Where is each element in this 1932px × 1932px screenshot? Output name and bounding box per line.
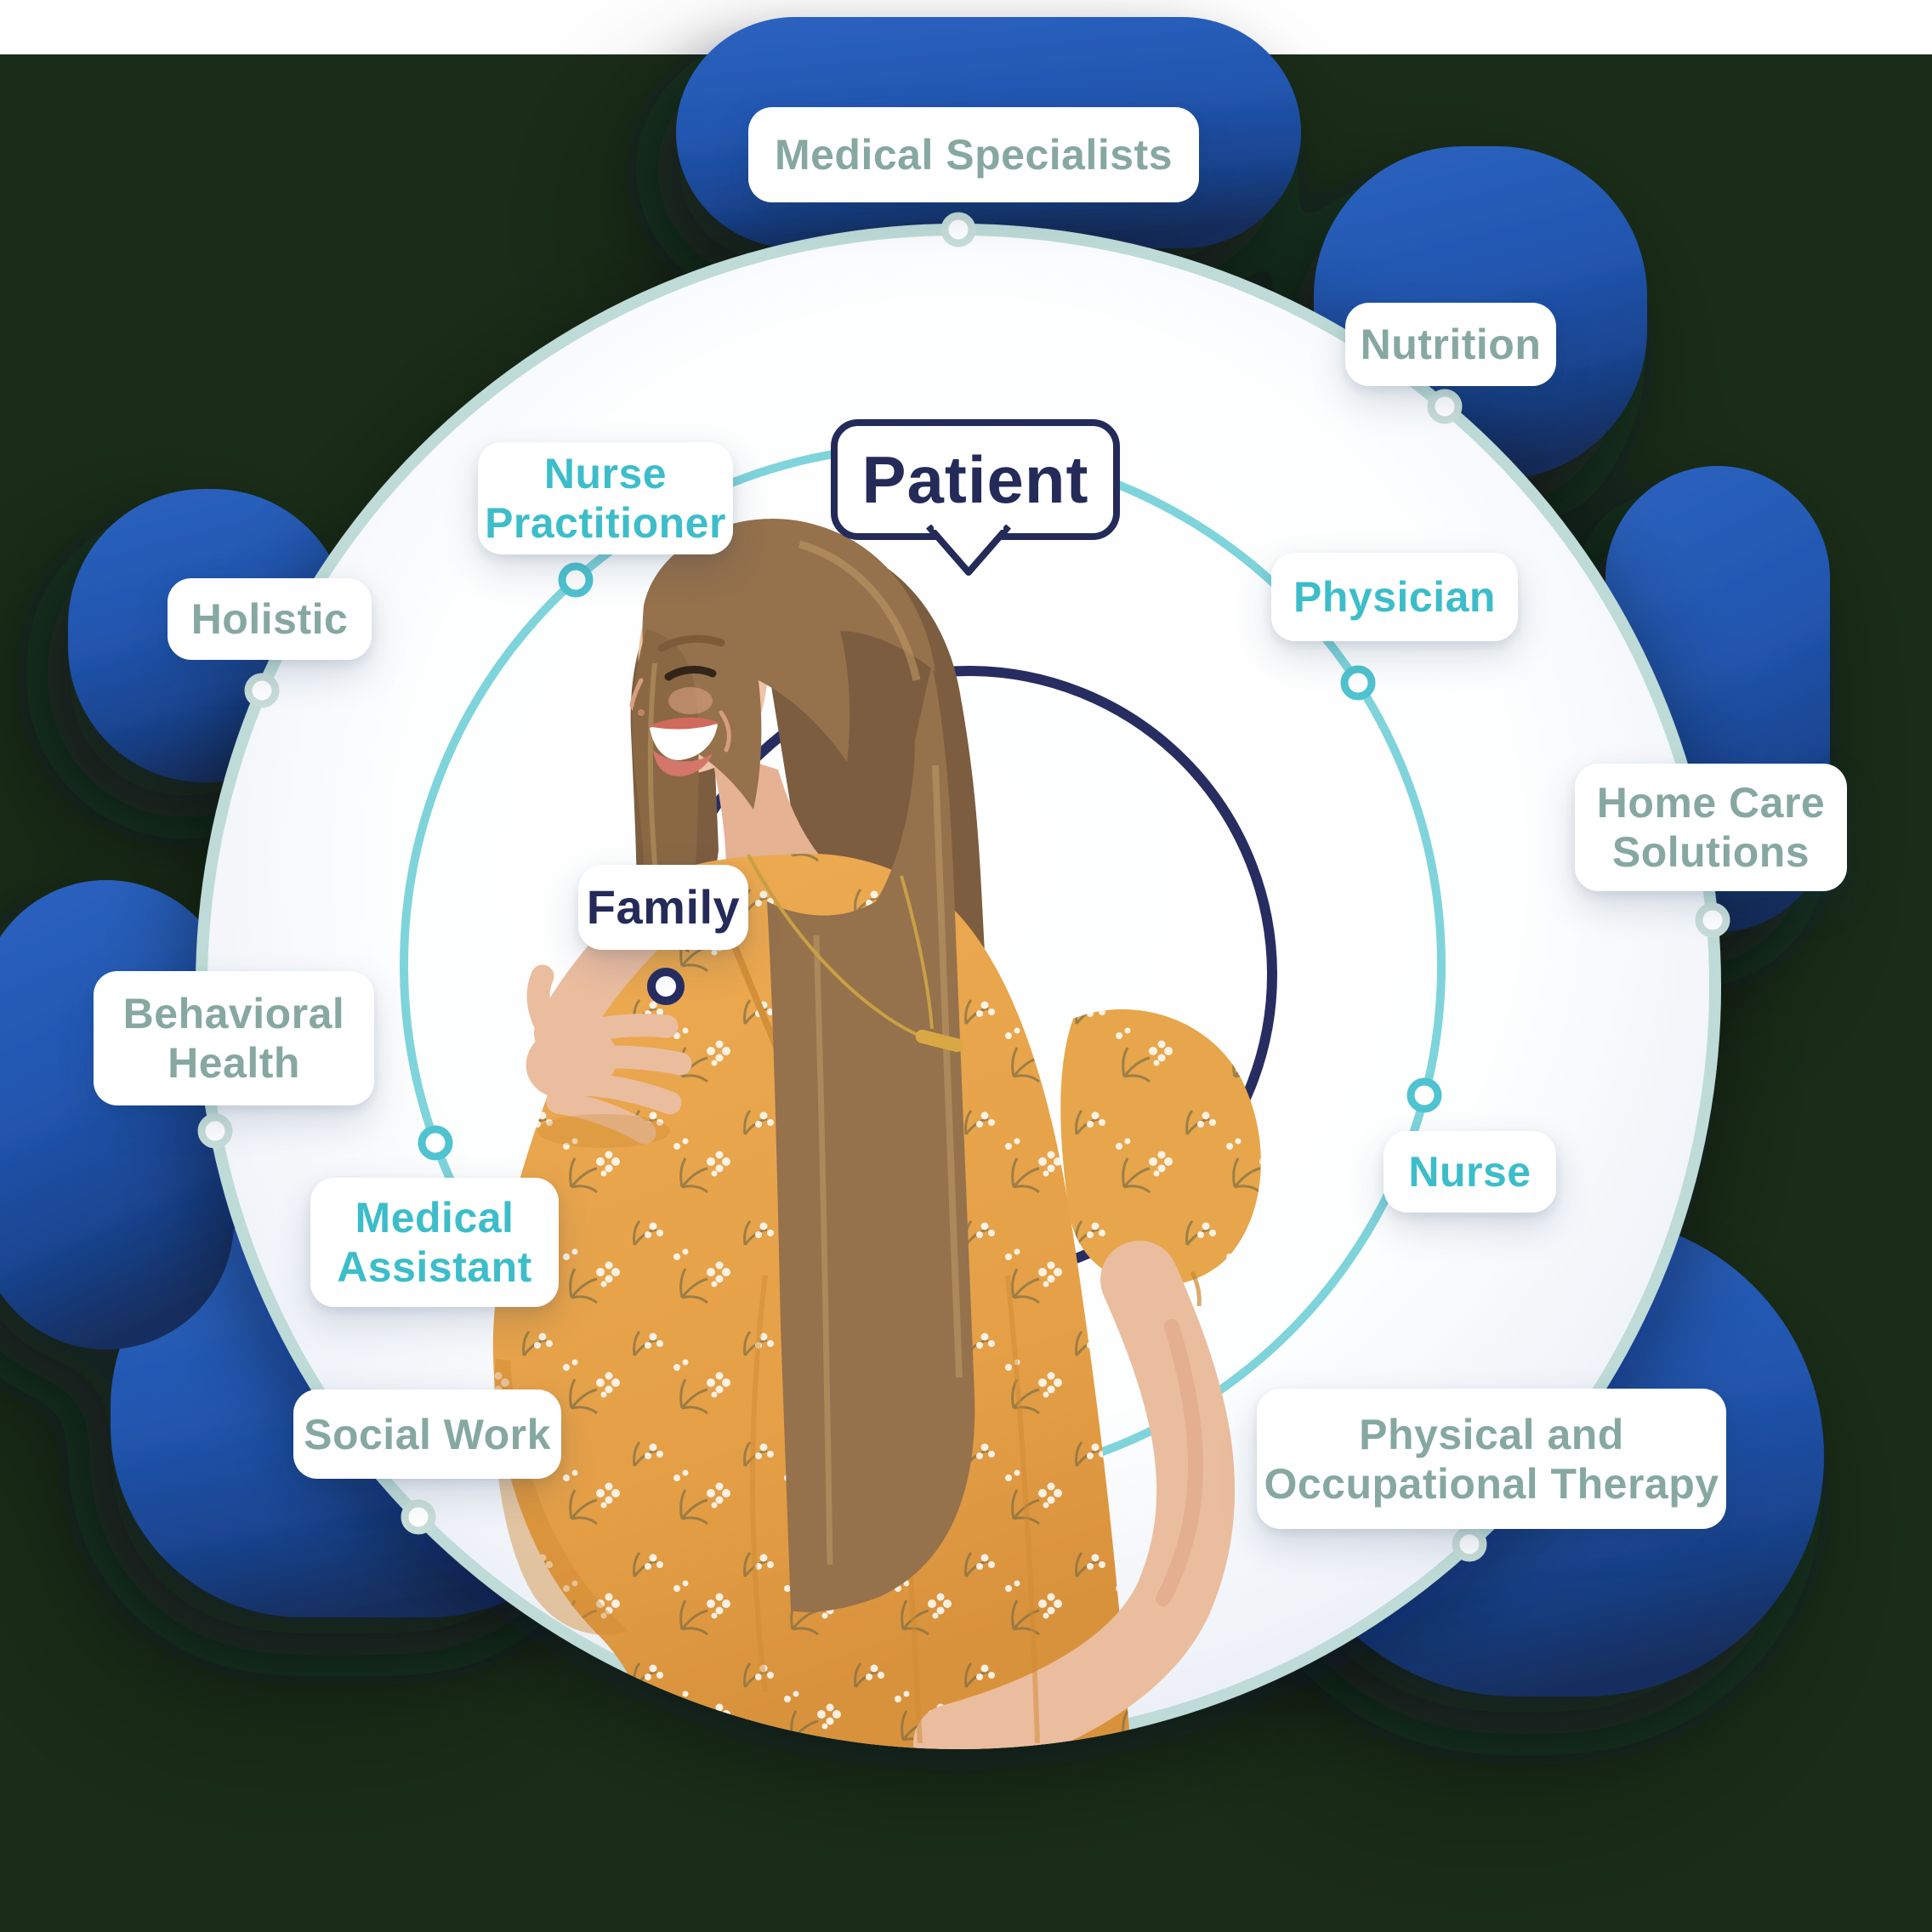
label-text: Family xyxy=(587,880,740,935)
label-text-line1: Nurse xyxy=(544,449,667,498)
label-text-line1: Home Care xyxy=(1597,778,1826,827)
nostril xyxy=(638,709,645,716)
patient-bubble-tail xyxy=(922,525,1015,581)
node-home-care xyxy=(1699,906,1726,934)
label-physician: Physician xyxy=(1271,553,1518,641)
node-medical-assistant xyxy=(422,1129,449,1156)
label-text: Nutrition xyxy=(1361,320,1542,369)
label-holistic: Holistic xyxy=(168,578,372,660)
hand-shadow xyxy=(537,1114,670,1148)
node-nutrition xyxy=(1431,393,1458,420)
label-text-line1: Medical xyxy=(355,1193,514,1242)
label-behavioral-health: Behavioral Health xyxy=(94,971,374,1105)
blush xyxy=(668,687,713,714)
label-text: Nurse xyxy=(1408,1147,1531,1196)
node-physical-ot xyxy=(1456,1531,1483,1558)
label-text-line1: Behavioral xyxy=(123,989,345,1038)
label-text: Holistic xyxy=(191,594,349,644)
label-family: Family xyxy=(578,865,748,950)
label-social-work: Social Work xyxy=(293,1389,561,1479)
node-physician xyxy=(1344,669,1372,696)
node-nurse-practitioner xyxy=(562,566,589,594)
node-holistic xyxy=(248,677,276,704)
label-nurse: Nurse xyxy=(1384,1131,1556,1213)
node-medical-specialists xyxy=(945,216,972,243)
label-patient: Patient xyxy=(831,419,1120,540)
label-text: Physician xyxy=(1293,572,1496,622)
node-behavioral-health xyxy=(202,1117,229,1145)
label-medical-specialists: Medical Specialists xyxy=(748,107,1199,202)
label-text-line2: Practitioner xyxy=(485,498,726,548)
node-nurse xyxy=(1411,1082,1438,1109)
label-text-line1: Physical and xyxy=(1359,1410,1624,1459)
label-physical-ot: Physical and Occupational Therapy xyxy=(1257,1389,1726,1529)
node-social-work xyxy=(405,1503,432,1531)
label-nutrition: Nutrition xyxy=(1345,303,1556,386)
label-medical-assistant: Medical Assistant xyxy=(310,1178,559,1307)
label-text: Medical Specialists xyxy=(775,130,1173,179)
label-text: Social Work xyxy=(304,1410,551,1459)
label-text-line2: Solutions xyxy=(1612,827,1810,877)
label-nurse-practitioner: Nurse Practitioner xyxy=(478,442,733,554)
label-text: Patient xyxy=(861,441,1088,519)
label-home-care: Home Care Solutions xyxy=(1575,764,1847,891)
node-family xyxy=(651,972,680,1001)
label-text-line2: Occupational Therapy xyxy=(1264,1459,1719,1509)
label-text-line2: Health xyxy=(168,1038,300,1088)
label-text-line2: Assistant xyxy=(337,1242,532,1292)
